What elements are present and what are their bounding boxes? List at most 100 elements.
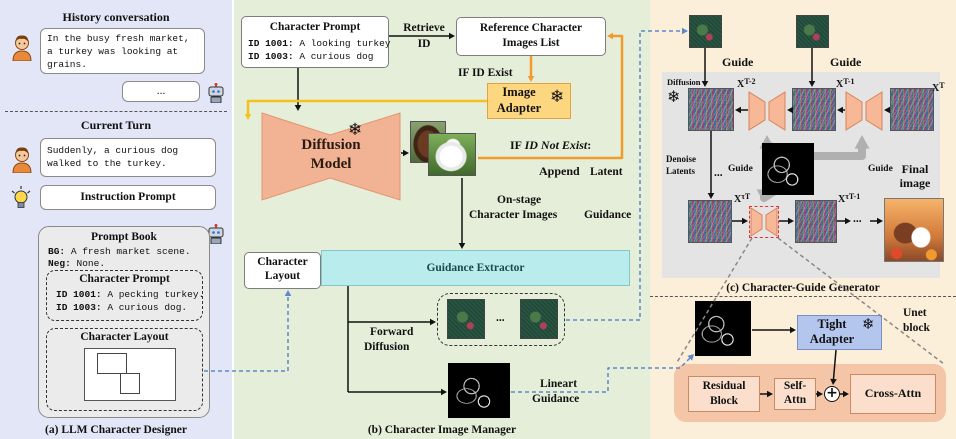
neg-label: Neg:: [48, 258, 71, 269]
character-id: ID 1001:: [56, 289, 102, 300]
character-prompt-title: Character Prompt: [269, 21, 361, 33]
latent-noise-image: [688, 200, 732, 243]
reference-list-line: Reference Character: [479, 22, 583, 34]
guide-label: Guide: [868, 164, 893, 174]
latent-noise-image: [890, 88, 934, 131]
final-image-line: image: [899, 176, 931, 190]
x-sup: τT-1: [845, 192, 861, 201]
if-id-exist-label: IF ID Exist: [458, 67, 513, 79]
character-layout-box: [244, 252, 321, 289]
latent-noise-image: [792, 88, 836, 131]
ellipsis: ...: [714, 167, 723, 179]
diffusion-model-shape: [261, 112, 401, 201]
cross-attn-box: [850, 374, 936, 414]
colon: :: [587, 138, 592, 152]
tight-adapter-line: Tight: [817, 317, 847, 331]
lineart-guidance-line: Guidance: [532, 393, 580, 405]
guide-image: [689, 15, 722, 48]
prompt-book-character-prompt: [46, 270, 203, 321]
turn-divider: [5, 111, 227, 112]
guide-label: Guide: [722, 55, 754, 69]
reference-list-line: Images List: [502, 37, 560, 49]
unet-shape: [748, 91, 786, 131]
image-adapter-line: Image: [502, 85, 536, 99]
current-line: walked to the turkey.: [47, 158, 167, 169]
if-keyword: IF: [510, 138, 522, 152]
person-icon: [12, 147, 32, 173]
id-not-exist: ID Not Exist: [524, 138, 588, 152]
character-id: ID 1001:: [248, 38, 294, 49]
instruction-prompt-box: Instruction Prompt: [40, 185, 216, 210]
x-label: XT-2: [737, 77, 756, 91]
unet-shape: [750, 207, 778, 237]
noisy-character-image: [447, 299, 485, 339]
latent-noise-image: [795, 200, 837, 243]
history-line: a turkey was looking at: [47, 46, 179, 57]
guidance-extractor-label: Guidance Extractor: [426, 262, 525, 274]
character-id: ID 1003:: [248, 51, 294, 62]
x-base: X: [734, 194, 742, 205]
unet-block-line: block: [903, 322, 930, 334]
denoise-latents-line: Latents: [666, 166, 695, 176]
plus-sign: +: [826, 385, 838, 401]
latent-guidance-line: Guidance: [584, 209, 632, 221]
unet-highlight: [749, 206, 779, 238]
panel-b-caption: (b) Character Image Manager: [367, 424, 517, 436]
unet-divider: [650, 296, 956, 297]
guide-image: [796, 15, 829, 48]
current-turn-title: Current Turn: [80, 118, 152, 132]
lineart-guidance-line: Lineart: [540, 378, 578, 390]
forward-diffusion-images-group: [437, 293, 565, 346]
snowflake-icon: ❄: [862, 315, 875, 333]
character-prompt-line: ID 1001: A looking turkey: [248, 37, 391, 50]
robot-icon: [208, 83, 224, 103]
if-id-not-exist-label: IF ID Not Exist:: [510, 139, 591, 152]
character-prompt-line: ID 1003: A curious dog.: [56, 301, 187, 314]
diffusion-model-line: Model: [310, 156, 352, 172]
prompt-book-bg: BG: A fresh market scene.: [48, 245, 191, 258]
x-base: X: [838, 194, 846, 205]
character-layout-line: Character: [257, 256, 308, 268]
guide-label: Guide: [728, 164, 753, 174]
self-attn-box: [774, 378, 816, 410]
prompt-book-character-layout: [46, 328, 203, 411]
residual-block-line: Residual: [702, 380, 746, 392]
final-image-line: Final: [901, 162, 929, 176]
noisy-character-image: [520, 299, 558, 339]
x-sup: T-1: [843, 77, 855, 86]
x-sup: T: [939, 81, 945, 90]
layout-box-turkey: [97, 353, 127, 374]
x-label: XT-1: [836, 77, 855, 91]
panel-c-caption: (c) Character-Guide Generator: [726, 282, 880, 294]
current-message-bubble: Suddenly, a curious dog walked to the tu…: [40, 138, 216, 177]
final-image: [884, 198, 944, 262]
retrieve-label: Retrieve: [403, 22, 445, 34]
x-base: X: [836, 79, 844, 90]
latent-guidance-line: Latent: [590, 166, 623, 178]
on-stage-line: Character Images: [469, 209, 558, 221]
x-base: X: [932, 83, 940, 94]
self-attn-line: Attn: [783, 394, 807, 406]
panel-a-caption: (a) LLM Character Designer: [45, 424, 187, 436]
lineart-guide-image: [762, 143, 814, 195]
diffusion-model-line: Diffusion: [301, 137, 361, 153]
neg-text: None.: [76, 258, 106, 269]
character-text: A curious dog: [299, 51, 374, 62]
x-label: XτT-1: [838, 192, 861, 206]
image-adapter-line: Adapter: [496, 101, 542, 115]
append-label: Append: [539, 164, 580, 178]
x-label: XτT: [734, 192, 750, 206]
on-stage-line: On-stage: [497, 194, 542, 206]
tight-adapter-line: Adapter: [809, 332, 855, 346]
character-prompt-line: ID 1003: A curious dog: [248, 50, 373, 63]
latent-noise-image: [688, 88, 734, 131]
retrieve-id-label: ID: [417, 38, 431, 50]
add-operator: +: [824, 386, 840, 402]
character-layout-line: Layout: [264, 270, 301, 282]
lineart-image: [448, 363, 510, 418]
residual-block-box: [688, 376, 760, 412]
character-text: A looking turkey: [299, 38, 391, 49]
cross-attn-label: Cross-Attn: [864, 386, 922, 400]
forward-diffusion-line: Diffusion: [364, 341, 410, 353]
history-message-bubble: In the busy fresh market, a turkey was l…: [40, 28, 205, 74]
